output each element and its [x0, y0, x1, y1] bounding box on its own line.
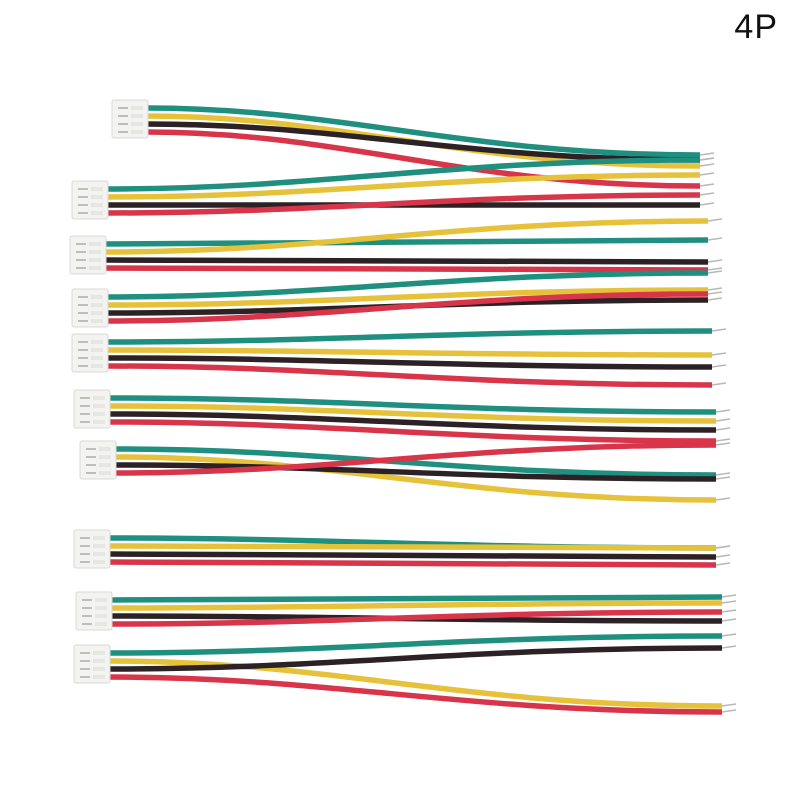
wire-black	[107, 551, 717, 560]
wire-black	[113, 462, 717, 482]
wire-red	[113, 442, 717, 476]
wire-yellow	[103, 218, 709, 255]
wire-yellow	[107, 543, 717, 551]
stripped-tip	[711, 352, 727, 356]
jst-connector	[71, 333, 109, 373]
stripped-tip	[721, 633, 737, 637]
jst-connector	[73, 389, 111, 429]
wire-red	[107, 674, 723, 715]
stripped-tip	[707, 291, 723, 295]
pin-count-label: 4P	[734, 8, 778, 46]
stripped-tip	[715, 409, 731, 413]
stripped-tip	[715, 438, 731, 442]
jst-connector	[79, 440, 117, 480]
stripped-tip	[721, 609, 737, 613]
harness	[73, 633, 737, 715]
stripped-tip	[699, 192, 715, 196]
jst-connector	[73, 644, 111, 684]
wire-yellow	[105, 287, 709, 308]
wire-teal	[105, 328, 713, 345]
harness	[73, 529, 731, 569]
wire-black	[103, 257, 709, 265]
wire-black	[107, 645, 723, 672]
stripped-tip	[707, 218, 723, 222]
stripped-tip	[711, 382, 727, 386]
stripped-tip	[699, 183, 715, 187]
wire-red	[105, 192, 701, 216]
wire-black	[145, 121, 701, 163]
wire-red	[103, 265, 709, 273]
wire-black	[107, 411, 717, 433]
wire-teal	[105, 157, 701, 192]
stripped-tip	[715, 442, 731, 446]
stripped-tip	[707, 267, 723, 271]
stripped-tip	[715, 476, 731, 480]
stripped-tip	[715, 545, 731, 549]
wire-yellow	[105, 347, 713, 358]
jst-connector	[73, 529, 111, 569]
stripped-tip	[721, 594, 737, 598]
stripped-tip	[707, 297, 723, 301]
wire-teal	[113, 446, 717, 478]
stripped-tip	[715, 472, 731, 476]
stripped-tip	[721, 645, 737, 649]
stripped-tip	[699, 172, 715, 176]
stripped-tip	[715, 497, 731, 501]
stripped-tip	[721, 600, 737, 604]
stripped-tip	[707, 259, 723, 263]
stripped-tip	[707, 287, 723, 291]
wire-yellow	[107, 658, 723, 709]
jst-connector	[71, 180, 109, 220]
stripped-tip	[711, 364, 727, 368]
stripped-tip	[711, 328, 727, 332]
wire-red	[105, 291, 709, 324]
wire-teal	[109, 594, 723, 603]
stripped-tip	[699, 157, 715, 161]
stripped-tip	[721, 618, 737, 622]
wire-teal	[107, 395, 717, 415]
wire-yellow	[105, 172, 701, 200]
stripped-tip	[699, 202, 715, 206]
wire-teal	[145, 105, 701, 158]
wire-red	[109, 609, 723, 627]
harness	[75, 591, 737, 631]
jst-connector	[71, 288, 109, 328]
wire-yellow	[107, 403, 717, 424]
stripped-tip	[707, 237, 723, 241]
stripped-tip	[715, 418, 731, 422]
wire-teal	[103, 237, 709, 247]
wire-yellow	[109, 600, 723, 611]
jst-connector	[75, 591, 113, 631]
wire-red	[105, 363, 713, 388]
stripped-tip	[715, 554, 731, 558]
wire-red	[145, 129, 701, 189]
stripped-tip	[707, 270, 723, 274]
wire-teal	[107, 633, 723, 656]
harness	[79, 440, 731, 503]
stripped-tip	[699, 152, 715, 156]
jst-connector	[111, 99, 149, 139]
stripped-tip	[699, 163, 715, 167]
wire-red	[107, 419, 717, 444]
stripped-tip	[721, 709, 737, 713]
stripped-tip	[715, 562, 731, 566]
wire-teal	[105, 270, 709, 300]
wire-black	[105, 355, 713, 370]
harness	[73, 389, 731, 444]
stripped-tip	[721, 703, 737, 707]
harness	[71, 328, 727, 388]
harness	[69, 218, 723, 275]
harness	[71, 157, 715, 220]
jst-connector	[69, 235, 107, 275]
wire-red	[107, 559, 717, 568]
harness	[71, 270, 723, 328]
stripped-tip	[715, 427, 731, 431]
wire-yellow	[113, 454, 717, 503]
